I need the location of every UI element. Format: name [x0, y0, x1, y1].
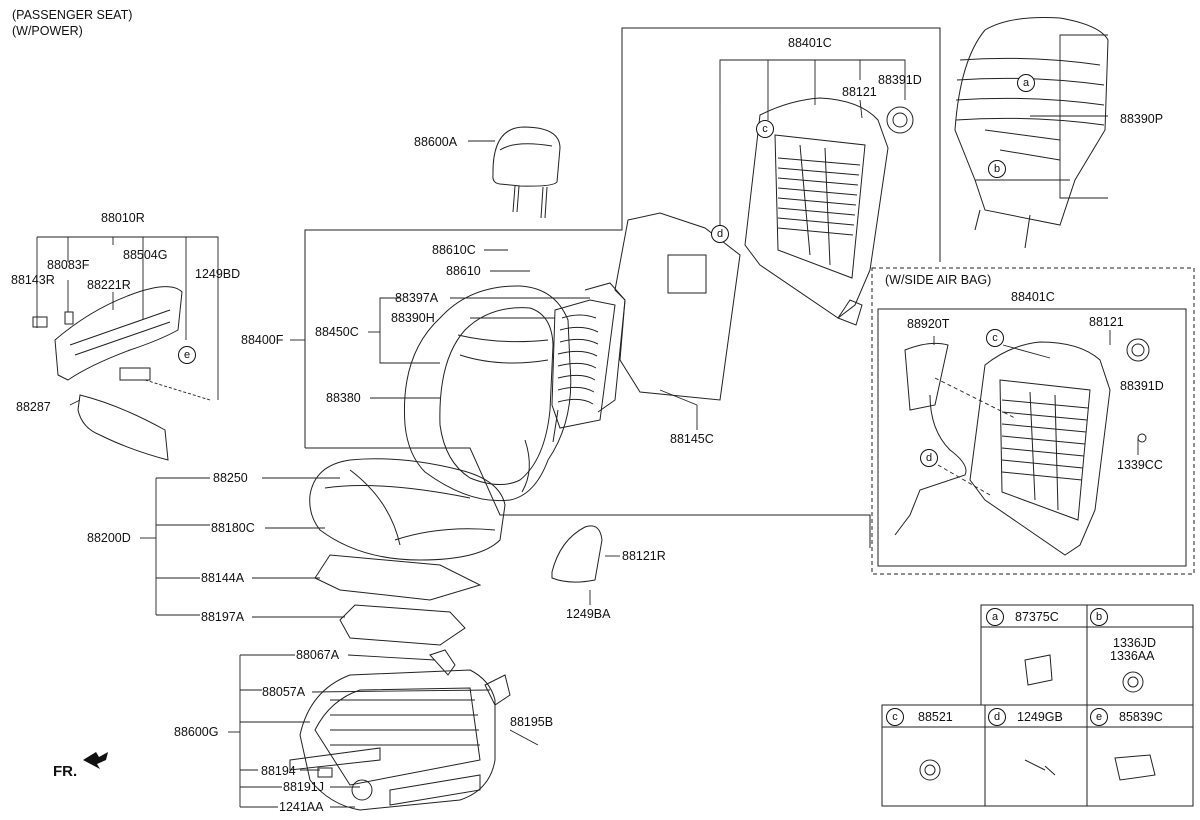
inset-label-88391D: 88391D: [1120, 379, 1164, 393]
callout-d-inset: d: [920, 449, 938, 467]
front-label: FR.: [53, 763, 78, 780]
legend-87375C: 87375C: [1015, 610, 1059, 624]
legend-table: [881, 604, 1194, 807]
cushion-pad-88144A: [314, 554, 482, 601]
seat-track-frame: [289, 649, 511, 811]
legend-circle-d: d: [988, 708, 1006, 726]
label-88401C: 88401C: [788, 36, 832, 50]
label-88390P: 88390P: [1120, 112, 1164, 126]
airbag-harness: [894, 394, 967, 536]
label-88600G: 88600G: [174, 725, 219, 739]
label-1339CC: 1339CC: [1117, 458, 1163, 472]
label-88197A: 88197A: [201, 610, 245, 624]
label-88145C: 88145C: [670, 432, 714, 446]
callout-c-top: c: [756, 120, 774, 138]
label-88067A: 88067A: [296, 648, 340, 662]
header-passenger-seat: (PASSENGER SEAT): [12, 8, 133, 22]
back-board-88145C: [614, 212, 741, 401]
callout-e-shield: e: [178, 346, 196, 364]
label-88504G: 88504G: [123, 248, 168, 262]
label-88221R: 88221R: [87, 278, 131, 292]
seat-back-frame-top: [744, 97, 914, 326]
side-cover-88287: [77, 394, 169, 461]
label-88250: 88250: [213, 471, 248, 485]
label-88400F: 88400F: [241, 333, 284, 347]
label-88287: 88287: [16, 400, 51, 414]
callout-b-top: b: [988, 160, 1006, 178]
inset-label-88121: 88121: [1089, 315, 1124, 329]
legend-circle-b: b: [1090, 608, 1108, 626]
label-88610: 88610: [446, 264, 481, 278]
callout-a-top: a: [1017, 74, 1035, 92]
back-spring-pad: [551, 282, 626, 443]
label-88390H: 88390H: [391, 311, 435, 325]
header-with-power: (W/POWER): [12, 24, 83, 38]
label-88391D: 88391D: [878, 73, 922, 87]
legend-circle-c: c: [886, 708, 904, 726]
label-88083F: 88083F: [47, 258, 90, 272]
side-trim-88121R: [551, 525, 603, 583]
airbag-seat-back-frame: [969, 338, 1150, 556]
front-arrow: [83, 752, 108, 769]
label-88010R: 88010R: [101, 211, 145, 225]
label-88143R: 88143R: [11, 273, 55, 287]
headrest-88600A: [492, 126, 561, 219]
label-1241AA: 1241AA: [279, 800, 324, 814]
group-frame-bottom: [305, 447, 871, 548]
cushion-mat-88197A: [339, 604, 466, 646]
inset-title: (W/SIDE AIR BAG): [885, 273, 992, 287]
leader-lines: [36, 34, 1139, 808]
legend-circle-a: a: [986, 608, 1004, 626]
label-88121R: 88121R: [622, 549, 666, 563]
label-88144A: 88144A: [201, 571, 245, 585]
legend-88521: 88521: [918, 710, 953, 724]
label-88450C: 88450C: [315, 325, 359, 339]
label-88191J: 88191J: [283, 780, 325, 794]
inset-label-88401C: 88401C: [1011, 290, 1055, 304]
group-frame-outline: [304, 27, 941, 448]
airbag-inset-inner: [877, 308, 1187, 567]
side-shield-88010R: [32, 286, 183, 381]
label-88397A: 88397A: [395, 291, 439, 305]
seat-cushion-cover: [309, 458, 506, 561]
legend-1336JD: 1336JD: [1113, 636, 1157, 650]
label-88180C: 88180C: [211, 521, 255, 535]
label-88195B: 88195B: [510, 715, 554, 729]
callout-d-top: d: [711, 225, 729, 243]
legend-1249GB: 1249GB: [1017, 710, 1063, 724]
label-88380: 88380: [326, 391, 361, 405]
callout-c-inset: c: [986, 329, 1004, 347]
label-88600A: 88600A: [414, 135, 458, 149]
legend-1336AA: 1336AA: [1110, 649, 1155, 663]
label-88121: 88121: [842, 85, 877, 99]
label-88610C: 88610C: [432, 243, 476, 257]
legend-circle-e: e: [1090, 708, 1108, 726]
label-88200D: 88200D: [87, 531, 131, 545]
legend-85839C: 85839C: [1119, 710, 1163, 724]
label-88920T: 88920T: [907, 317, 950, 331]
airbag-module: [904, 342, 949, 411]
airbag-inset-outer: [871, 267, 1195, 575]
label-88057A: 88057A: [262, 685, 306, 699]
label-1249BD: 1249BD: [195, 267, 241, 281]
seat-back-cover: [403, 285, 572, 502]
label-88194: 88194: [261, 764, 296, 778]
seat-back-rear-cover: [954, 17, 1109, 249]
label-1249BA: 1249BA: [566, 607, 611, 621]
